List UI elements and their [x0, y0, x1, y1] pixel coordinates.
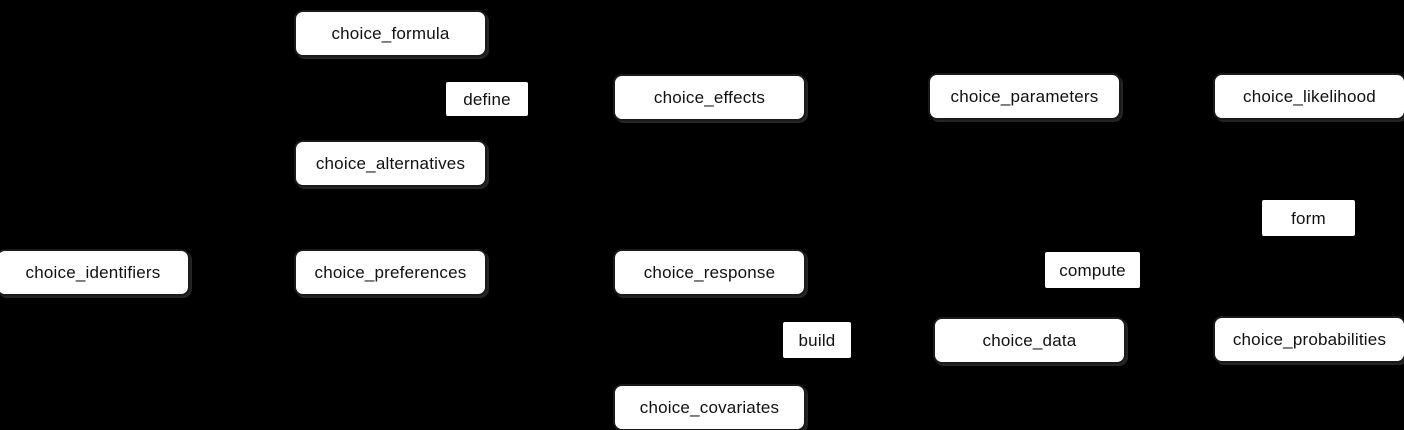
node-choice-identifiers[interactable]: choice_identifiers	[0, 249, 190, 296]
edge-label-text: form	[1291, 208, 1326, 228]
node-choice-preferences[interactable]: choice_preferences	[294, 249, 487, 296]
edge-label-compute: compute	[1045, 252, 1140, 288]
node-label: choice_covariates	[639, 398, 780, 417]
node-choice-effects[interactable]: choice_effects	[613, 74, 806, 121]
edge-label-form: form	[1262, 200, 1355, 236]
node-choice-likelihood[interactable]: choice_likelihood	[1213, 73, 1404, 120]
edge-label-text: build	[798, 330, 836, 350]
node-label: choice_alternatives	[315, 154, 466, 173]
edge-label-text: compute	[1059, 260, 1126, 280]
edge-label-define: define	[446, 82, 528, 116]
node-label: choice_likelihood	[1243, 87, 1376, 106]
node-label: choice_parameters	[950, 87, 1099, 106]
edge-choice_preferences-choice_effects	[486, 98, 614, 273]
node-label: choice_identifiers	[25, 263, 161, 282]
node-label: choice_formula	[331, 24, 450, 43]
node-choice-parameters[interactable]: choice_parameters	[928, 73, 1121, 120]
node-label: choice_probabilities	[1232, 330, 1387, 349]
edge-label-text: define	[463, 89, 511, 109]
node-choice-covariates[interactable]: choice_covariates	[613, 384, 806, 430]
node-label: choice_data	[982, 331, 1077, 350]
node-choice-response[interactable]: choice_response	[613, 249, 806, 296]
node-choice-alternatives[interactable]: choice_alternatives	[294, 140, 487, 187]
node-label: choice_preferences	[314, 263, 467, 282]
node-label: choice_response	[643, 263, 776, 282]
node-label: choice_effects	[653, 88, 766, 107]
edge-choice_data-choice_likelihood	[1125, 119, 1214, 341]
edge-choice_data-choice_probabilities	[1125, 338, 1214, 341]
node-choice-formula[interactable]: choice_formula	[294, 10, 487, 57]
edge-label-build: build	[783, 322, 851, 358]
node-choice-probabilities[interactable]: choice_probabilities	[1213, 316, 1404, 363]
node-choice-data[interactable]: choice_data	[933, 317, 1126, 364]
